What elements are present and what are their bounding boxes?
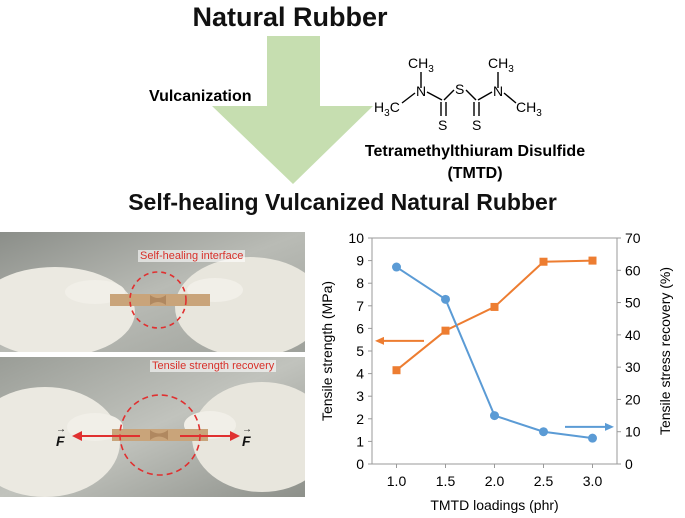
force-label-right: → F: [242, 424, 252, 449]
y-tick-label-right: 20: [625, 391, 641, 407]
left-axis-arrow-head: [375, 336, 384, 345]
y-tick-label-right: 10: [625, 424, 641, 440]
data-point-circle: [539, 427, 548, 437]
x-axis-label: TMTD loadings (phr): [430, 497, 558, 513]
data-point-square: [392, 366, 401, 375]
molecule-name-line1: Tetramethylthiuram Disulfide: [364, 143, 586, 160]
data-point-circle: [392, 262, 401, 272]
right-axis-arrow-head: [605, 422, 614, 431]
data-point-square: [441, 326, 450, 335]
y-tick-label-right: 50: [625, 295, 641, 311]
y-tick-label-left: 5: [356, 343, 364, 359]
y-tick-label-right: 70: [625, 230, 641, 246]
x-tick-label: 2.5: [534, 473, 554, 489]
data-point-circle: [588, 433, 597, 443]
atom-n-left: N: [416, 83, 426, 99]
y-tick-label-left: 2: [356, 411, 364, 427]
y-tick-label-left: 9: [356, 253, 364, 269]
atom-ch3-right: CH3: [516, 99, 542, 119]
atom-s-left: S: [438, 117, 447, 133]
tensile-chart: 0 1 2 3 4 5 6 7 8 9 10 0 10 20 30 40 50 60 70 1.0 1.5 2.0 2.5 3…: [319, 230, 673, 513]
plot-frame: [371, 237, 618, 465]
molecule-name: Tetramethylthiuram Disulfide (TMTD): [350, 141, 600, 185]
data-point-circle: [441, 294, 450, 304]
page-title: Natural Rubber: [192, 2, 388, 32]
atom-n-right: N: [493, 83, 503, 99]
y-tick-label-left: 1: [356, 433, 364, 449]
photo-tensile-recovery: Tensile strength recovery → F → F: [0, 357, 305, 497]
x-tick-label: 1.5: [436, 473, 456, 489]
down-arrow-icon: [212, 36, 373, 184]
series-line-0: [395, 259, 593, 371]
y-tick-label-left: 10: [348, 230, 364, 246]
y-tick-label-left: 7: [356, 298, 364, 314]
tensile-strength-recovery-label: Tensile strength recovery: [150, 360, 277, 372]
data-point-square: [588, 256, 597, 265]
y-tick-label-right: 30: [625, 359, 641, 375]
atom-s-bridge: S: [455, 81, 464, 97]
y-tick-label-left: 8: [356, 275, 364, 291]
tmtd-structure: N CH3 H3C S S S N CH3 CH3: [374, 55, 542, 133]
y-tick-label-left: 3: [356, 388, 364, 404]
atom-ch3-top-right: CH3: [488, 55, 514, 75]
atom-ch3-top-left: CH3: [408, 55, 434, 75]
force-label-left: → F: [56, 424, 66, 449]
atom-h3c: H3C: [374, 99, 400, 119]
molecule-name-line2: (TMTD): [447, 165, 503, 182]
x-tick-label: 3.0: [583, 473, 603, 489]
x-tick-label: 2.0: [485, 473, 505, 489]
y-tick-label-left: 6: [356, 320, 364, 336]
photo-self-healing: Self-healing interface: [0, 232, 305, 352]
data-point-circle: [490, 411, 499, 421]
y-axis-label-right: Tensile stress recovery (%): [657, 267, 673, 435]
y-tick-label-left: 0: [356, 456, 364, 472]
y-tick-label-right: 0: [625, 456, 633, 472]
vulcanization-label: Vulcanization: [149, 88, 252, 105]
x-tick-label: 1.0: [387, 473, 407, 489]
y-axis-label-left: Tensile strength (MPa): [319, 281, 335, 421]
section-title: Self-healing Vulcanized Natural Rubber: [128, 189, 557, 215]
y-tick-label-right: 40: [625, 327, 641, 343]
y-tick-label-left: 4: [356, 366, 364, 382]
data-point-square: [490, 302, 499, 311]
y-tick-label-right: 60: [625, 262, 641, 278]
self-healing-interface-label: Self-healing interface: [138, 250, 246, 262]
data-point-square: [539, 257, 548, 266]
atom-s-right: S: [472, 117, 481, 133]
